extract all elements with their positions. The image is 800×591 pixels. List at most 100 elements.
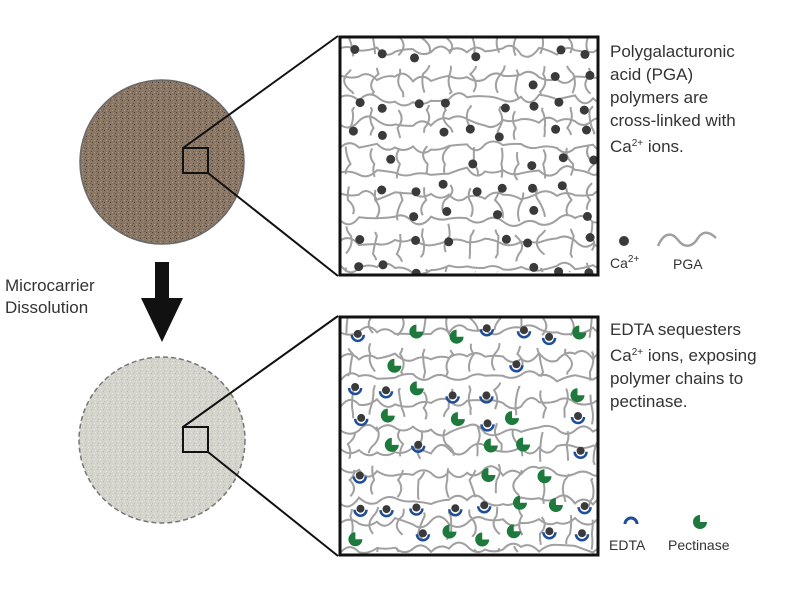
- edta-molecule: [415, 534, 431, 542]
- sequestered-calcium: [355, 471, 364, 480]
- pga-chain: [341, 494, 597, 508]
- sequestered-calcium: [482, 324, 491, 333]
- top-description-line: Polygalacturonic: [610, 42, 735, 61]
- top-description: Polygalacturonic acid (PGA) polymers are…: [610, 40, 736, 158]
- pga-chain: [341, 423, 597, 437]
- calcium-ion: [494, 132, 504, 142]
- pga-chain: [341, 370, 597, 383]
- edta-molecule: [445, 396, 460, 404]
- calcium-ion: [582, 125, 591, 135]
- edta-molecule: [378, 391, 394, 399]
- legend-calcium-label: Ca2+: [610, 254, 640, 271]
- pga-chain: [341, 214, 597, 227]
- dissolved-microcarrier: [78, 356, 246, 524]
- pga-chain: [343, 38, 357, 273]
- calcium-ion: [472, 187, 482, 197]
- pga-chain: [341, 442, 597, 457]
- legend-pectinase-icon: [693, 515, 707, 529]
- zoom-square-bottom: [182, 426, 209, 453]
- top-description-line: polymers are: [610, 88, 709, 107]
- calcium-ion: [348, 126, 358, 136]
- edta-molecule: [574, 534, 590, 542]
- pga-chain: [493, 38, 506, 273]
- pga-chain: [395, 318, 406, 553]
- calcium-ion: [529, 205, 539, 215]
- calcium-ion: [585, 70, 595, 80]
- pga-chain: [535, 38, 549, 273]
- pectinase-enzyme: [450, 412, 465, 427]
- sequestered-calcium: [545, 332, 554, 341]
- pectinase-enzyme: [384, 437, 399, 452]
- calcium-ion: [529, 101, 539, 111]
- sequestered-calcium: [512, 360, 521, 369]
- calcium-ion: [386, 154, 396, 164]
- arrow-label: Microcarrier Dissolution: [5, 276, 95, 317]
- sequestered-calcium: [357, 413, 366, 422]
- sequestered-calcium: [483, 419, 492, 428]
- edta-molecule: [542, 532, 557, 540]
- pga-chain: [584, 38, 597, 273]
- pga-chain: [491, 318, 503, 553]
- zoom-box-dissolving: [338, 315, 600, 557]
- calcium-ion: [414, 99, 424, 109]
- calcium-ion: [523, 238, 533, 248]
- sequestered-calcium: [448, 391, 457, 400]
- calcium-ion: [589, 155, 597, 165]
- calcium-ion: [493, 210, 502, 220]
- pectinase-enzyme: [505, 411, 519, 426]
- top-description-line: acid (PGA): [610, 65, 694, 84]
- edta-molecule: [347, 387, 363, 396]
- sequestered-calcium: [576, 446, 585, 455]
- calcium-ion: [471, 52, 481, 62]
- pga-chain: [341, 235, 597, 248]
- sequestered-calcium: [412, 503, 421, 512]
- pga-chain: [341, 70, 597, 84]
- calcium-ion: [500, 103, 510, 113]
- edta-molecule: [409, 508, 424, 516]
- sequestered-calcium: [382, 505, 391, 514]
- pga-chain: [341, 541, 597, 554]
- edta-molecule: [379, 509, 394, 518]
- zoom-line-top-upper: [182, 35, 339, 149]
- pga-network-top: [341, 38, 597, 274]
- edta-molecule: [476, 506, 492, 514]
- calcium-ion: [551, 124, 561, 134]
- calcium-ion: [468, 159, 478, 169]
- pga-chain: [367, 318, 380, 553]
- calcium-ion: [442, 207, 452, 216]
- pga-chain: [441, 38, 455, 273]
- pga-chain: [565, 38, 576, 273]
- calcium-ion: [438, 179, 448, 189]
- calcium-ion: [579, 105, 589, 115]
- zoom-square-top: [182, 147, 209, 174]
- pectinase-enzyme: [548, 498, 563, 512]
- sequestered-calcium: [418, 529, 427, 538]
- calcium-ion: [529, 262, 539, 272]
- calcium-ion: [554, 267, 564, 274]
- calcium-ion: [377, 185, 387, 195]
- edta-molecule: [573, 451, 588, 460]
- edta-molecule: [509, 365, 524, 373]
- sequestered-calcium: [382, 386, 390, 395]
- legend-pga-icon: [656, 231, 717, 247]
- top-description-line: cross-linked with: [610, 111, 736, 130]
- pectinase-enzyme: [409, 381, 424, 396]
- pectinase-enzyme: [409, 324, 424, 339]
- calcium-ion: [558, 153, 568, 163]
- edta-and-pectinase: [347, 324, 592, 547]
- pga-chain: [341, 515, 597, 529]
- pga-chain: [341, 140, 597, 154]
- zoom-line-bottom-lower: [207, 451, 339, 557]
- pectinase-enzyme: [481, 468, 496, 483]
- edta-molecule: [541, 337, 557, 346]
- calcium-ion: [355, 235, 365, 244]
- sequestered-calcium: [351, 383, 360, 391]
- pga-chain: [467, 318, 481, 553]
- pectinase-enzyme: [572, 325, 587, 340]
- calcium-ion: [409, 212, 419, 222]
- edta-molecule: [516, 331, 532, 339]
- edta-molecule: [448, 509, 463, 517]
- calcium-ion: [497, 183, 507, 193]
- edta-molecule: [577, 506, 592, 515]
- calcium-ion: [377, 130, 387, 140]
